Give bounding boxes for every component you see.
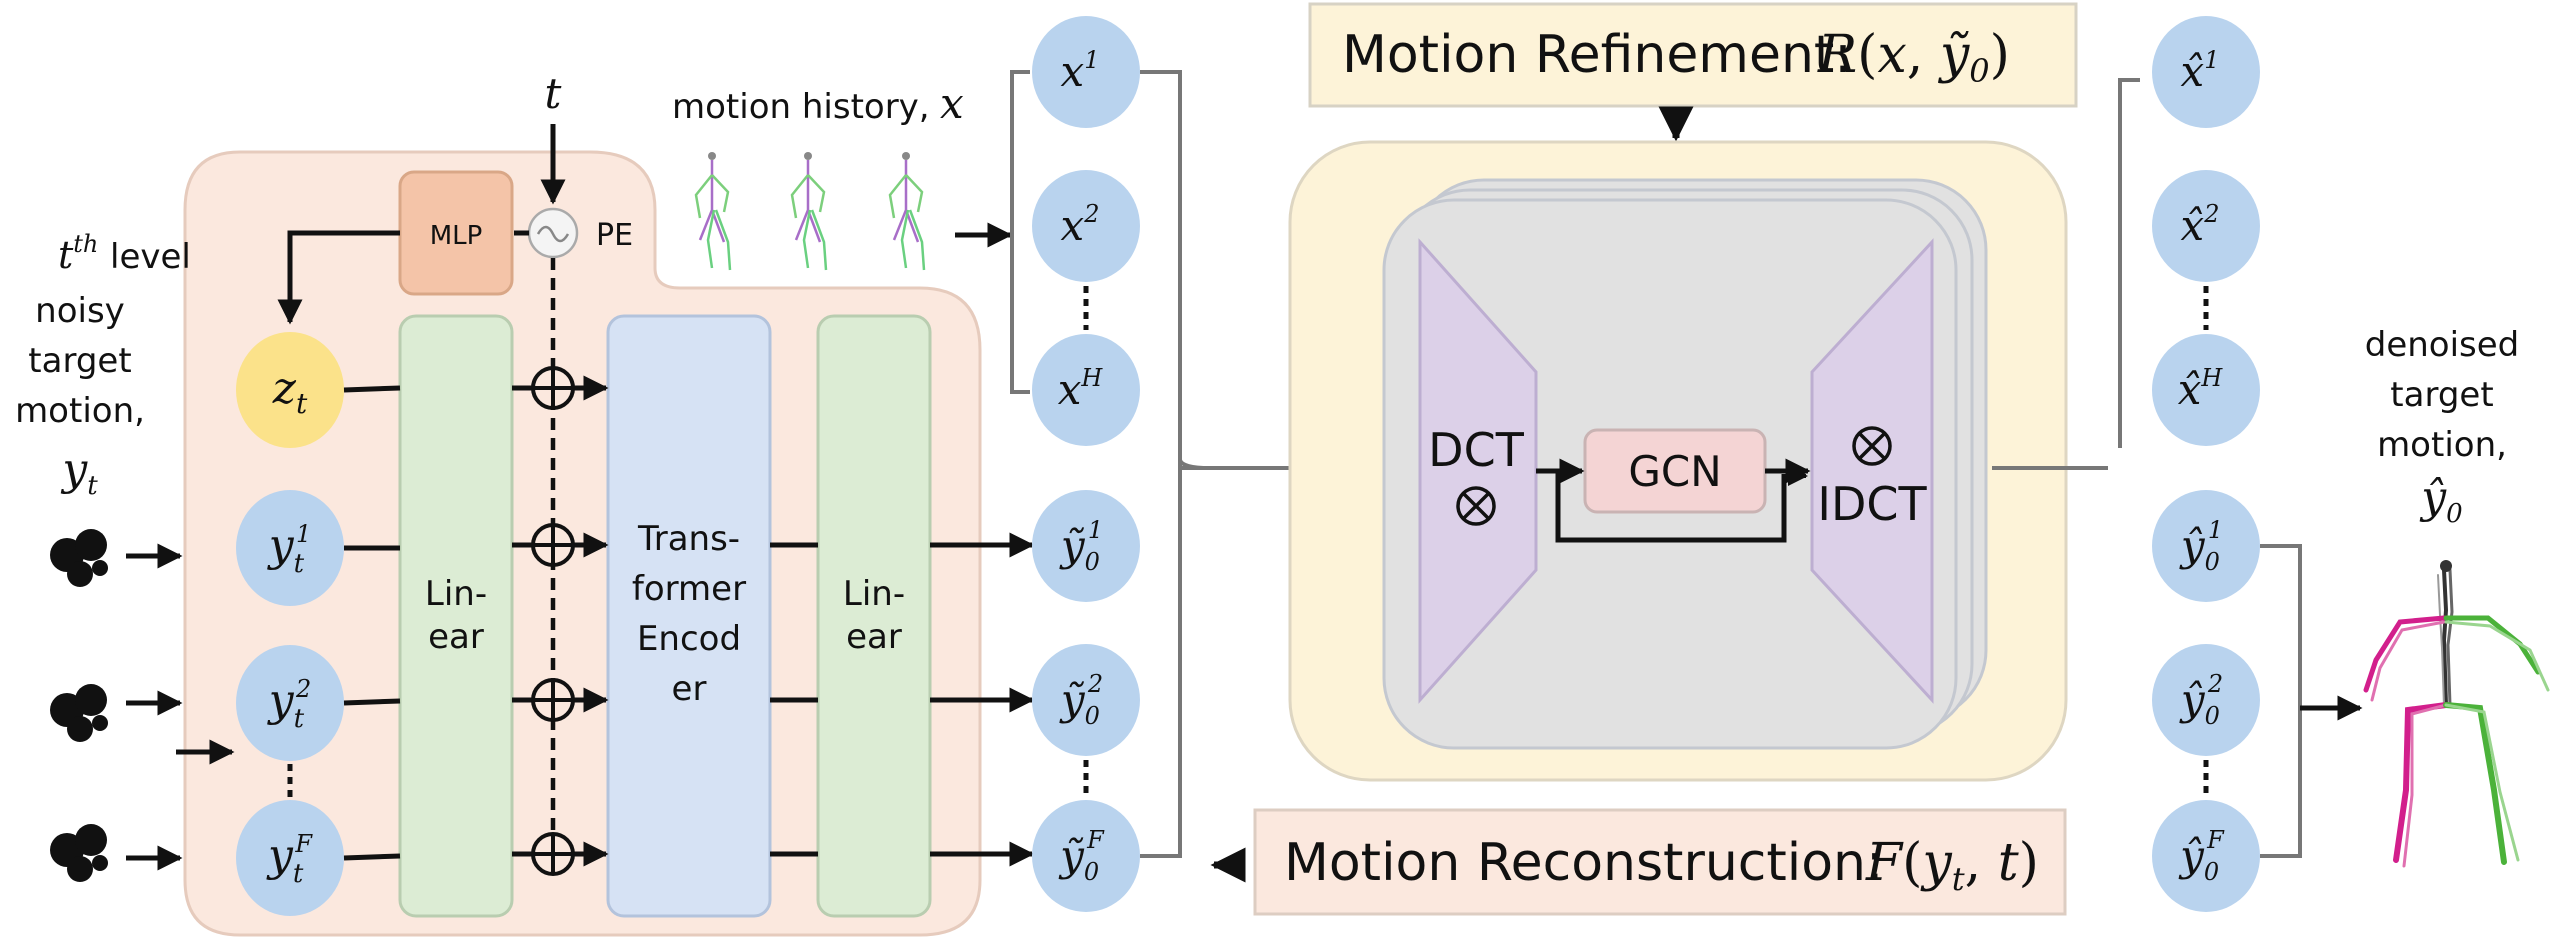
svg-text:yt1: yt1	[267, 520, 312, 579]
denoised-label: denoised	[2365, 325, 2520, 365]
x1-node	[1032, 16, 1140, 128]
x2-node	[1032, 170, 1140, 282]
target-label: target	[28, 341, 131, 381]
pe-label: PE	[596, 218, 633, 253]
yt-label: yt	[60, 444, 98, 501]
reconstruction-label-box	[1253, 808, 2067, 916]
y0-hat-label: ŷ0	[2419, 472, 2462, 529]
yt2-node	[236, 645, 344, 761]
ytF-node	[236, 800, 344, 916]
linear-2-label-a: Lin-	[843, 574, 905, 614]
motion-history-label: motion history,	[672, 87, 930, 127]
y0-hat-F-node	[2152, 800, 2260, 912]
noise-blob-icon-3	[50, 824, 108, 882]
svg-text:ỹ01: ỹ01	[1059, 516, 1103, 576]
motion-label-right: motion,	[2377, 425, 2507, 465]
xH-node	[1032, 334, 1140, 446]
dct-label: DCT	[1428, 423, 1525, 477]
transformer-label-4: er	[672, 669, 707, 709]
linear-1-label-a: Lin-	[425, 574, 487, 614]
skeleton-icon-2	[790, 152, 828, 271]
timestep-t-label: t	[545, 69, 562, 118]
x-hat-2-node	[2152, 170, 2260, 282]
x-hat-H-node	[2152, 334, 2260, 446]
tth-label: tth	[58, 230, 98, 277]
refinement-label-box	[1308, 2, 2078, 108]
linear-box-1	[398, 314, 514, 918]
yt1-node	[236, 490, 344, 606]
idct-multiply-icon	[1852, 426, 1892, 466]
svg-text:x1: x1	[1061, 46, 1100, 96]
level-label: level	[110, 237, 191, 277]
zt-node	[236, 332, 344, 448]
svg-text:yt2: yt2	[267, 675, 312, 734]
dct-multiply-icon	[1456, 486, 1496, 526]
noise-blob-icon-1	[50, 529, 108, 587]
target-label-right: target	[2390, 375, 2493, 415]
y0-tilde-2-node	[1032, 644, 1140, 756]
motion-label: motion,	[15, 391, 145, 431]
transformer-label-1: Trans-	[637, 519, 740, 559]
linear-box-2	[816, 314, 932, 918]
transformer-label-2: former	[632, 569, 746, 609]
svg-text:x: x	[940, 79, 964, 128]
svg-text:ŷ0F: ŷ0F	[2178, 826, 2225, 886]
x-hat-1-node	[2152, 16, 2260, 128]
svg-text:F(yt, t): F(yt, t)	[1865, 833, 2039, 898]
motion-refinement-label: Motion Refinement:	[1342, 25, 1852, 85]
linear-2-label-b: ear	[846, 617, 902, 657]
transformer-label-3: Encod	[637, 619, 741, 659]
skeleton-icon-1	[694, 152, 732, 271]
skeleton-output-icon	[2363, 560, 2550, 868]
linear-1-label-b: ear	[428, 617, 484, 657]
motion-reconstruction-label: Motion Reconstruction:	[1284, 833, 1884, 893]
svg-text:R(x, ỹ0): R(x, ỹ0)	[1817, 25, 2010, 90]
y0-hat-1-node	[2152, 490, 2260, 602]
mlp-label: MLP	[430, 221, 483, 251]
y0-hat-2-node	[2152, 644, 2260, 756]
y0-tilde-F-node	[1032, 800, 1140, 912]
transformer-encoder-box	[606, 314, 772, 918]
dct-trapezoid	[1418, 238, 1538, 704]
y0-tilde-1-node	[1032, 490, 1140, 602]
gcn-label: GCN	[1628, 447, 1721, 496]
noise-blob-icon-2	[50, 684, 108, 742]
idct-trapezoid	[1810, 238, 1934, 704]
skeleton-icon-3	[888, 152, 926, 271]
noisy-label: noisy	[35, 291, 125, 331]
idct-label: IDCT	[1817, 477, 1927, 531]
